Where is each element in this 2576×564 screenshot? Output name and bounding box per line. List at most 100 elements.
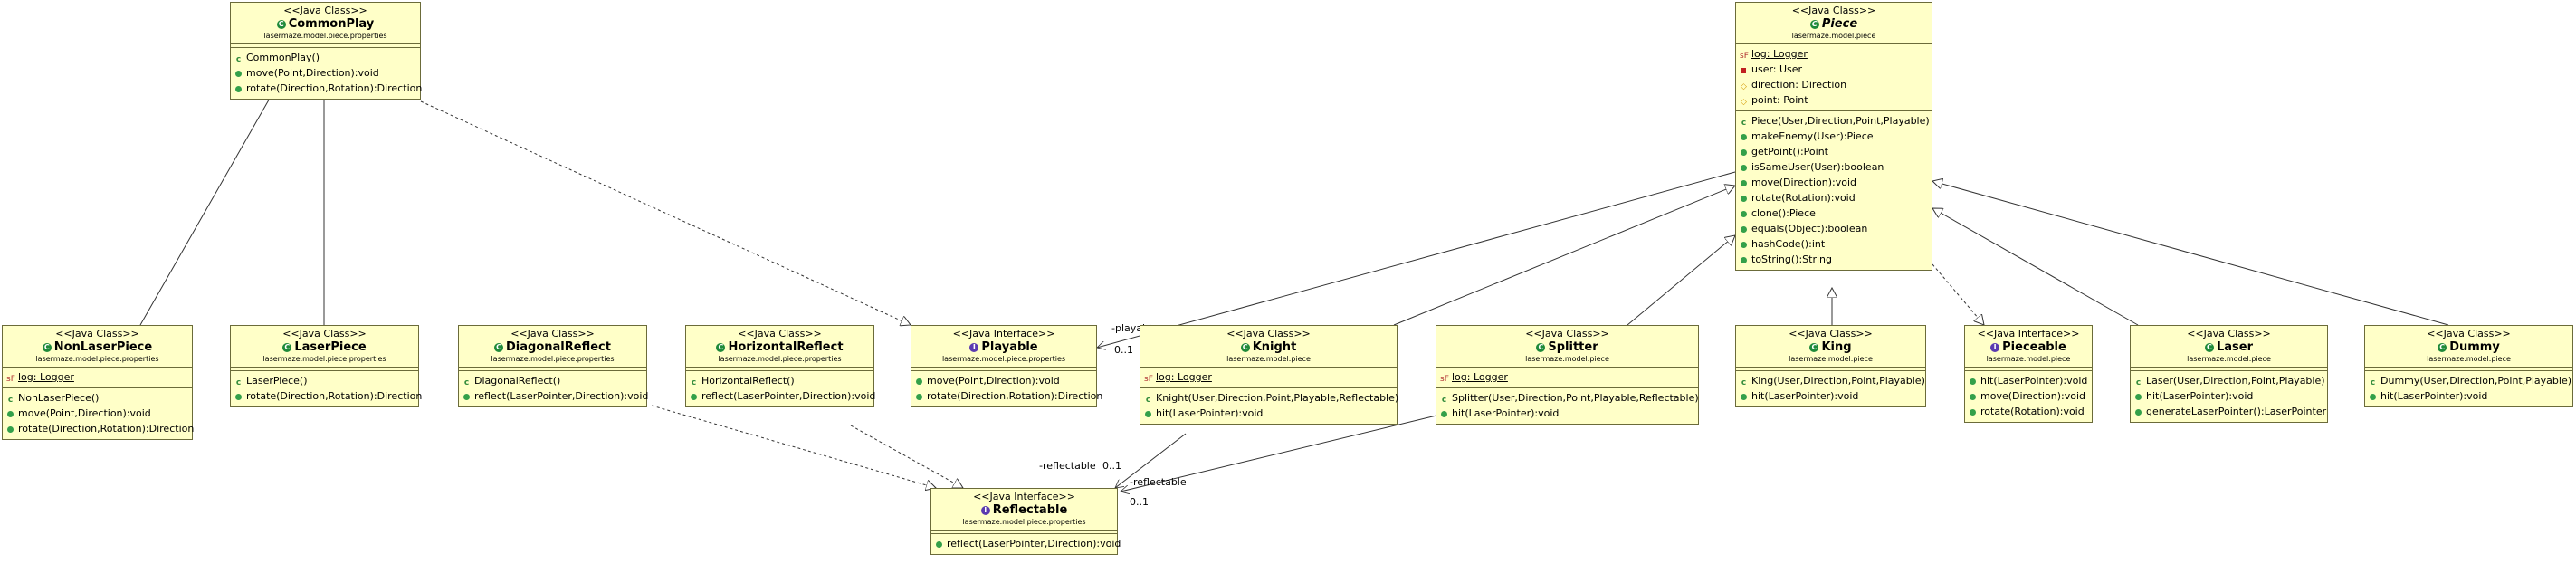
- public-method-icon: [1741, 149, 1747, 156]
- class-icon: C: [282, 343, 292, 352]
- attribute: log: Logger: [1156, 371, 1212, 383]
- class-name: King: [1821, 340, 1852, 354]
- package-name: lasermaze.model.piece.properties: [941, 355, 1066, 363]
- association-piece-playable: [1097, 171, 1736, 348]
- constructor-icon: c: [1741, 378, 1747, 387]
- stereotype: <<Java Class>>: [510, 328, 595, 339]
- public-method-icon: [1741, 394, 1747, 400]
- stereotype: <<Java Interface>>: [952, 328, 1055, 339]
- public-method-icon: [691, 394, 697, 400]
- attributes-section: [931, 530, 1117, 533]
- constructor-icon: c: [7, 396, 14, 405]
- public-method-icon: [7, 426, 14, 433]
- attribute: log: Logger: [1452, 371, 1508, 383]
- operation: move(Direction):void: [1980, 390, 2085, 402]
- public-method-icon: [1441, 411, 1447, 417]
- public-method-icon: [2135, 394, 2142, 400]
- operation: HorizontalReflect(): [701, 375, 795, 387]
- generalization-dummy-piece: [1932, 181, 2449, 326]
- attribute: point: Point: [1751, 94, 1808, 106]
- operation: hit(LaserPointer):void: [1156, 407, 1264, 419]
- public-method-icon: [2135, 409, 2142, 416]
- constructor-icon: c: [2135, 378, 2142, 387]
- package-name: lasermaze.model.piece.properties: [718, 355, 842, 363]
- realization-commonplay-playable: [420, 100, 911, 325]
- class-icon: C: [1809, 343, 1819, 352]
- public-method-icon: [1741, 165, 1747, 171]
- stereotype: <<Java Class>>: [1791, 5, 1876, 16]
- interface-icon: I: [969, 343, 979, 352]
- operation: move(Point,Direction):void: [927, 375, 1060, 387]
- operation: King(User,Direction,Point,Playable): [1751, 375, 1925, 387]
- stereotype: <<Java Class>>: [1226, 328, 1311, 339]
- operations-section: c Laser(User,Direction,Point,Playable) hi…: [2131, 370, 2327, 422]
- operation: Splitter(User,Direction,Point,Playable,R…: [1452, 392, 1699, 404]
- class-name: Piece: [1821, 17, 1858, 31]
- stereotype: <<Java Interface>>: [1977, 328, 2080, 339]
- stereotype: <<Java Interface>>: [973, 491, 1075, 502]
- public-method-icon: [1741, 226, 1747, 233]
- operation: Laser(User,Direction,Point,Playable): [2146, 375, 2325, 387]
- stereotype: <<Java Class>>: [1789, 328, 1873, 339]
- knight-reflectable-multiplicity-label: 0..1: [1102, 460, 1121, 472]
- operation: hit(LaserPointer):void: [2146, 390, 2254, 402]
- attributes-section: [911, 367, 1096, 370]
- public-method-icon: [1741, 242, 1747, 248]
- realization-diagonalreflect-reflectable: [651, 405, 936, 488]
- class-icon: C: [2204, 343, 2214, 352]
- splitter-reflectable-multiplicity-label: 0..1: [1130, 496, 1149, 508]
- public-method-icon: [1970, 394, 1976, 400]
- abstract-class-icon: C: [1809, 20, 1819, 29]
- public-method-icon: [463, 394, 470, 400]
- public-method-icon: [1145, 411, 1151, 417]
- public-method-icon: [916, 394, 922, 400]
- operation: rotate(Direction,Rotation):Direction: [18, 423, 195, 435]
- class-name: Splitter: [1548, 340, 1598, 354]
- operation: rotate(Direction,Rotation):Direction: [927, 390, 1103, 402]
- package-name: lasermaze.model.piece: [1226, 355, 1311, 363]
- generalization-splitter-piece: [1627, 235, 1735, 326]
- class-icon: C: [276, 20, 286, 29]
- static-field-icon: sF: [1144, 375, 1153, 384]
- stereotype: <<Java Class>>: [2427, 328, 2511, 339]
- protected-field-icon: ◇: [1741, 98, 1747, 107]
- constructor-icon: c: [2370, 378, 2376, 387]
- class-name: Knight: [1252, 340, 1297, 354]
- operation: NonLaserPiece(): [18, 392, 100, 404]
- operation: hit(LaserPointer):void: [1751, 390, 1859, 402]
- public-method-icon: [235, 394, 242, 400]
- operation: LaserPiece(): [246, 375, 308, 387]
- operation: Dummy(User,Direction,Point,Playable): [2380, 375, 2572, 387]
- public-method-icon: [936, 541, 942, 548]
- public-method-icon: [235, 86, 242, 92]
- constructor-icon: c: [235, 378, 242, 387]
- static-field-icon: sF: [1740, 52, 1749, 61]
- operations-section: move(Point,Direction):void rotate(Direct…: [911, 370, 1102, 406]
- operation: Piece(User,Direction,Point,Playable): [1751, 115, 1930, 127]
- public-method-icon: [1970, 409, 1976, 416]
- operation: move(Direction):void: [1751, 177, 1856, 188]
- attributes-section: [231, 367, 418, 370]
- constructor-icon: c: [1741, 119, 1747, 128]
- static-field-icon: sF: [1440, 375, 1449, 384]
- constructor-icon: c: [463, 378, 470, 387]
